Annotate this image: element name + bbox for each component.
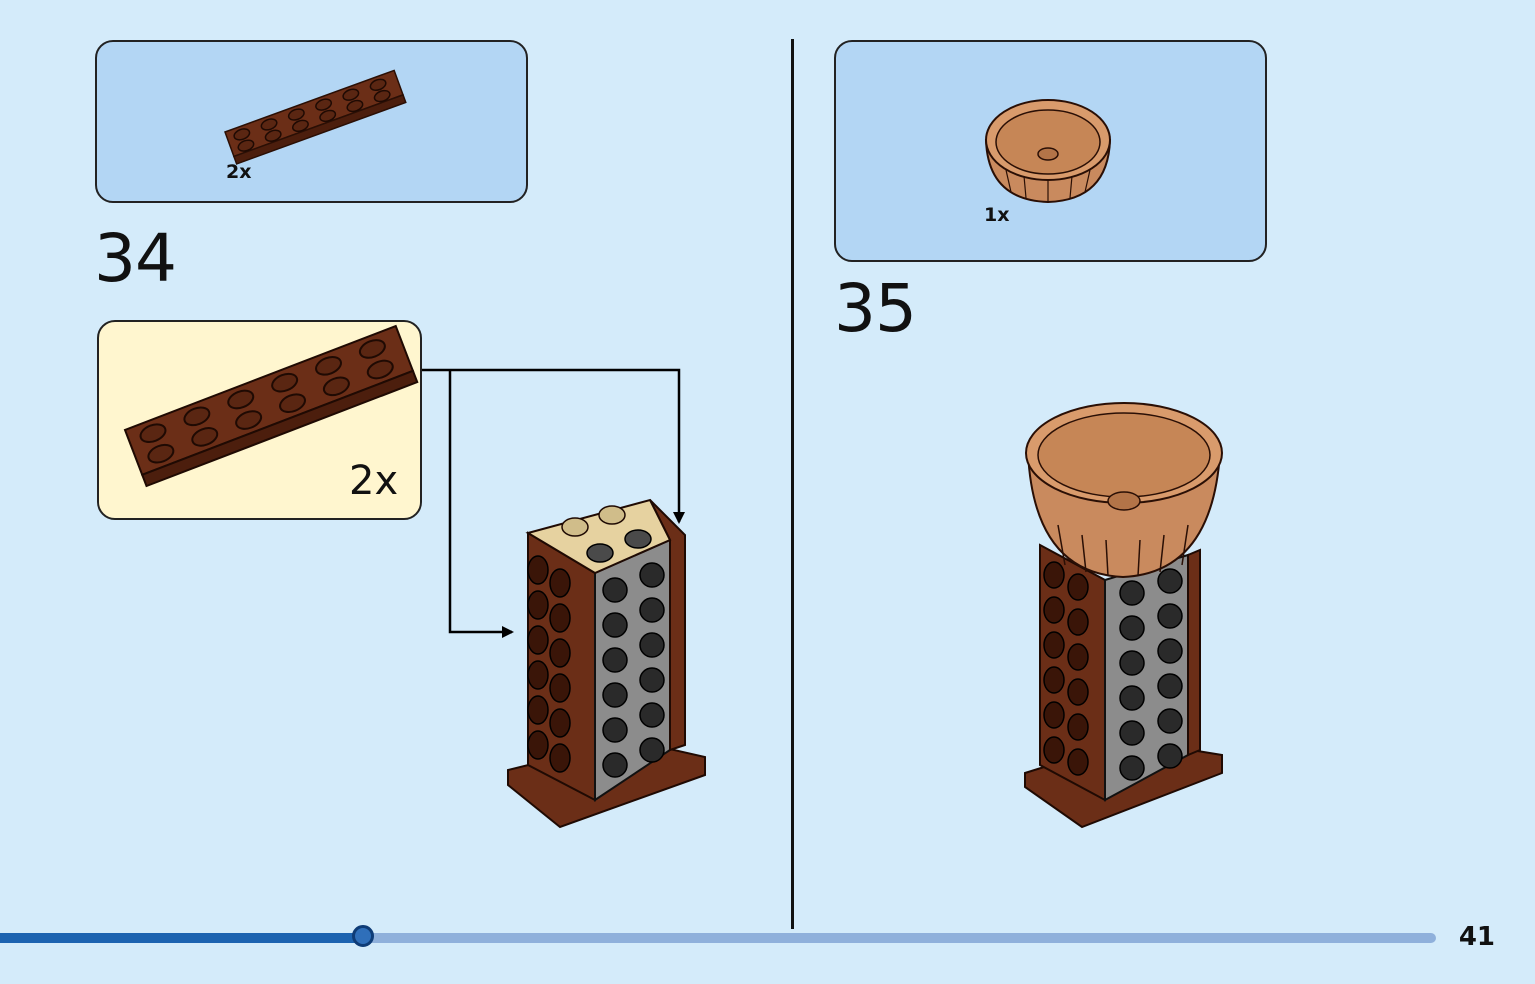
brown-plate-icon <box>123 324 419 488</box>
step-number: 35 <box>834 270 917 347</box>
subassembly-quantity: 2x <box>349 458 399 504</box>
arrow-to-back <box>422 368 685 524</box>
part-quantity: 1x <box>984 204 1010 226</box>
step-35-tower-model <box>1024 402 1223 829</box>
page-number: 41 <box>1458 922 1495 952</box>
step-34-subassembly-box: 2x <box>97 320 422 520</box>
step-34-parts-box: 2x <box>95 40 528 203</box>
progress-track <box>0 933 1436 943</box>
step-35-parts-box: 1x <box>834 40 1267 262</box>
brown-plate-icon <box>224 69 407 165</box>
part-quantity: 2x <box>226 161 252 183</box>
step-number: 34 <box>94 220 177 297</box>
step-34-tower-model <box>507 498 706 829</box>
barrel-half-icon <box>984 99 1112 204</box>
progress-fill <box>0 933 363 943</box>
step-divider <box>791 39 794 929</box>
arrow-to-left-side <box>448 370 514 638</box>
progress-knob <box>352 925 374 947</box>
